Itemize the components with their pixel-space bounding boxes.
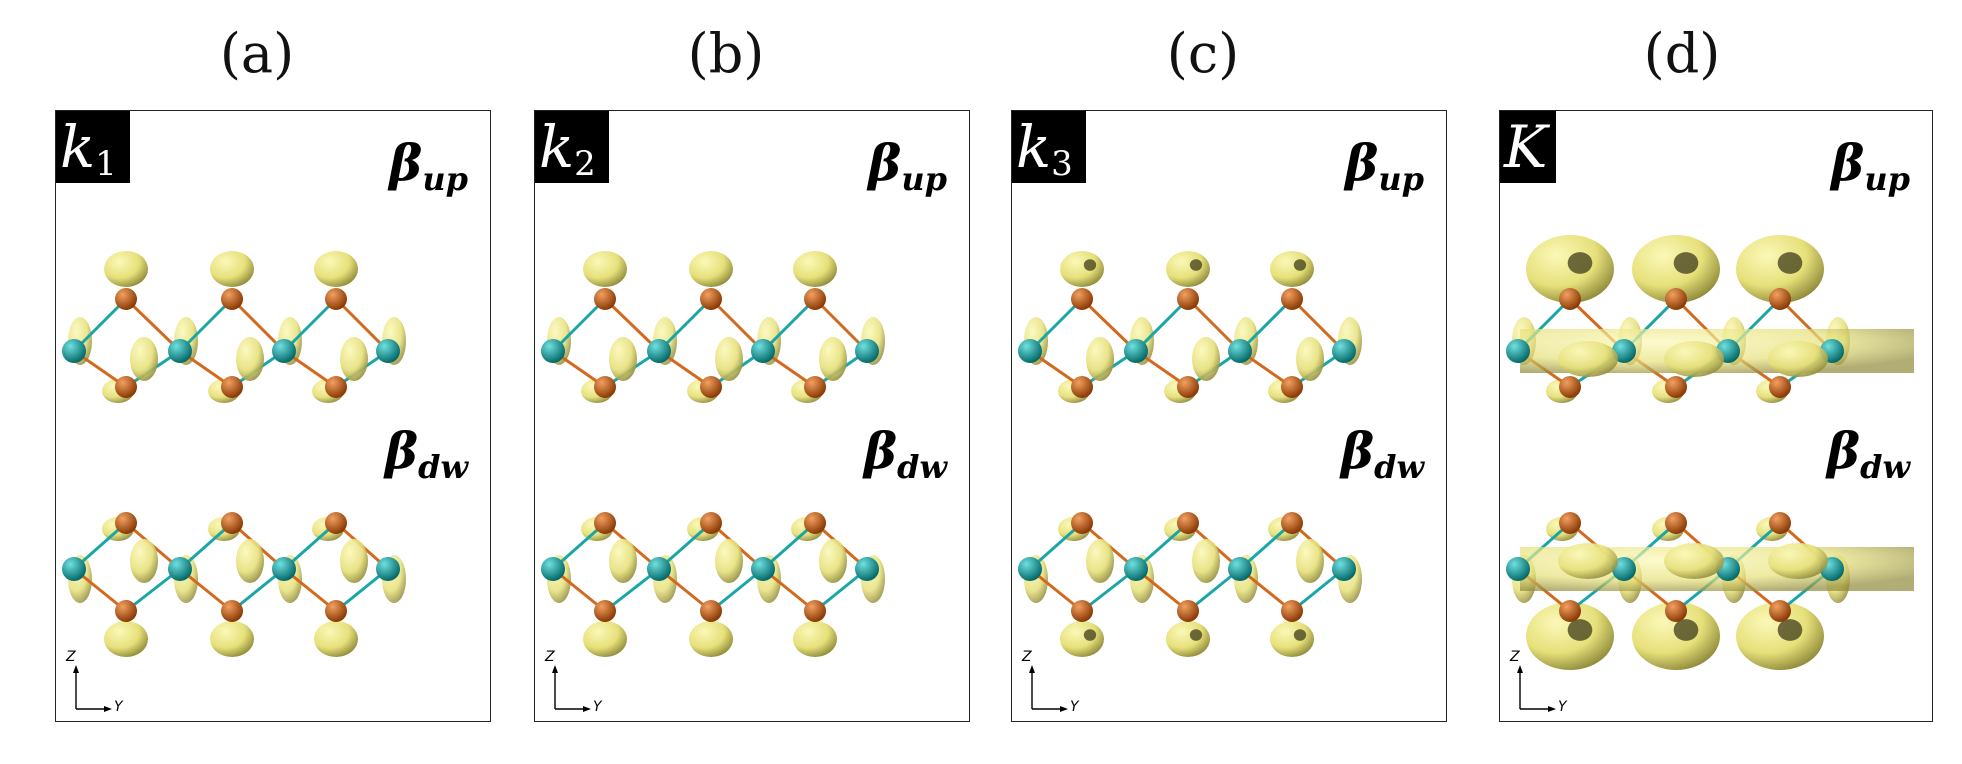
beta-dw-label: βdw [384,421,468,486]
panel-a: k1 βup βdw Z Y [55,110,491,722]
axis-z-label: Z [1510,649,1520,665]
beta-dw-label: βdw [1826,421,1910,486]
axis-indicator: Z Y [1020,647,1090,715]
axis-y-label: Y [593,699,602,715]
structure-top [1018,251,1362,403]
axis-arrows [552,665,591,712]
beta-dw-label: βdw [1340,421,1424,486]
k-label-box: k1 [56,111,130,184]
axis-y-label: Y [114,699,123,715]
beta-up-label: βup [1831,133,1910,198]
structure-bottom [1506,512,1914,670]
structure-bottom [1018,512,1362,657]
axis-arrows [73,665,112,712]
structure-bottom [62,512,406,657]
panel-label-d: (d) [1643,22,1721,85]
structure-bottom [541,512,885,657]
axis-indicator: Z Y [64,647,134,715]
panel-c: k3 βup βdw Z Y [1011,110,1447,722]
axis-z-label: Z [66,649,76,665]
beta-up-label: βup [868,133,947,198]
structure-top [541,251,885,403]
axis-indicator: Z Y [543,647,613,715]
axis-y-label: Y [1558,699,1567,715]
axis-arrows [1029,665,1068,712]
panel-d: K βup βdw Z Y [1499,110,1933,722]
k-label-box: k3 [1012,111,1086,184]
beta-up-label: βup [1345,133,1424,198]
panel-label-b: (b) [687,22,765,85]
panel-label-c: (c) [1166,22,1240,85]
panel-b: k2 βup βdw Z Y [534,110,970,722]
k-label-box: k2 [535,111,609,184]
axis-y-label: Y [1070,699,1079,715]
beta-dw-label: βdw [863,421,947,486]
structure-top [62,251,406,403]
beta-up-label: βup [389,133,468,198]
structure-top [1506,235,1914,403]
k-label-box: K [1500,111,1556,183]
panel-label-a: (a) [219,22,295,85]
axis-z-label: Z [1022,649,1032,665]
axis-arrows [1517,665,1556,712]
axis-z-label: Z [545,649,555,665]
axis-indicator: Z Y [1508,647,1578,715]
